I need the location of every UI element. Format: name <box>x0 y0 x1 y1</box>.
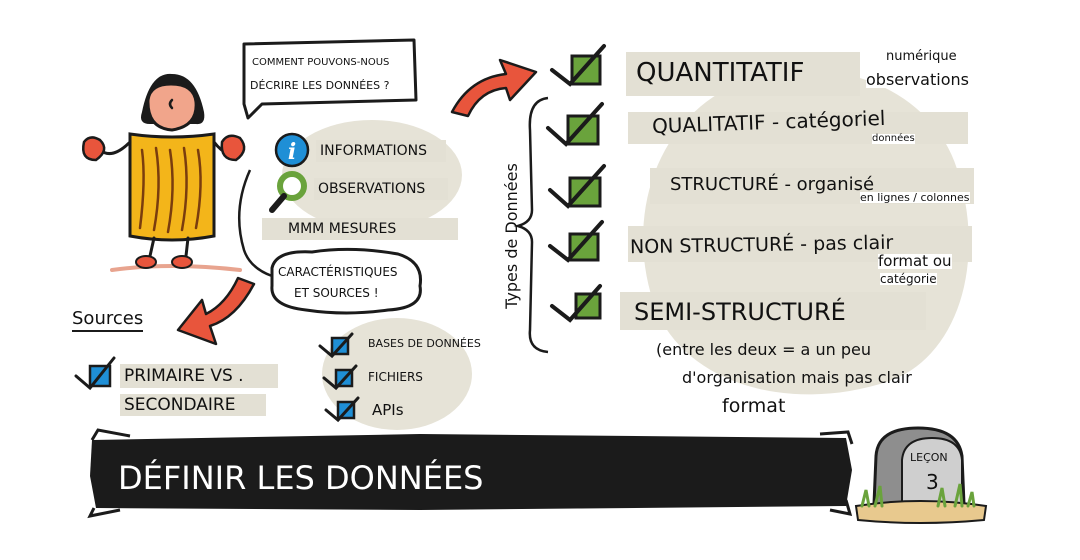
quantitatif-note-2: observations <box>866 70 969 89</box>
primaire-label: PRIMAIRE VS . <box>124 366 244 386</box>
apis-label: APIs <box>372 401 404 419</box>
character-figure <box>82 73 246 269</box>
types-title: Types de Données <box>502 163 521 309</box>
characteristics-bubble-shape <box>270 247 423 315</box>
check-icon-structure <box>548 164 606 209</box>
arrow-to-sources <box>176 276 256 346</box>
secondaire-label: SECONDAIRE <box>124 395 236 415</box>
informations-label: INFORMATIONS <box>320 143 428 159</box>
arrow-to-types <box>450 58 538 118</box>
speech-bubble-shape <box>242 38 418 120</box>
lesson-number: 3 <box>926 470 939 494</box>
semi-structure-note-1: (entre les deux = a un peu <box>656 340 871 359</box>
patch-mesures <box>262 218 458 240</box>
types-bracket <box>513 96 549 354</box>
qualitatif-note: données <box>872 133 915 144</box>
check-icon-non-structure <box>548 220 604 263</box>
bases-label: BASES DE DONNÉES <box>368 337 481 350</box>
check-icon-fichiers <box>322 364 358 391</box>
speech-bubble-line-1: COMMENT POUVONS-NOUS <box>252 57 390 68</box>
title-banner-shape <box>90 434 852 510</box>
non-structure-note-1: format ou <box>878 252 952 270</box>
quantitatif-note-1: numérique <box>886 49 957 64</box>
structure-label: STRUCTURÉ - organisé <box>670 174 875 195</box>
sources-title: Sources <box>72 310 144 332</box>
patch-primaire <box>120 364 278 388</box>
structure-note: en lignes / colonnes <box>860 191 970 204</box>
check-icon-semi-structure <box>550 284 602 323</box>
connector-line <box>237 169 273 278</box>
check-icon-qualitatif <box>546 102 604 147</box>
semi-structure-note-3: format <box>722 395 786 417</box>
non-structure-label: NON STRUCTURÉ - pas clair <box>629 231 894 259</box>
mesures-label: MMM MESURES <box>288 221 397 237</box>
speech-bubble-line-2: DÉCRIRE LES DONNÉES ? <box>250 79 390 92</box>
info-background-wash <box>282 120 462 230</box>
observations-label: OBSERVATIONS <box>318 181 426 197</box>
check-icon-apis <box>324 396 360 423</box>
characteristics-line-1: CARACTÉRISTIQUES <box>278 265 398 279</box>
lesson-stone <box>854 426 988 524</box>
check-icon-quantitatif <box>550 44 606 87</box>
check-icon-primaire <box>74 356 116 391</box>
non-structure-note-2: catégorie <box>880 272 937 286</box>
patch-semi-structure <box>620 292 926 330</box>
patch-quantitatif <box>626 52 860 96</box>
patch-informations <box>316 140 446 162</box>
quantitatif-label: QUANTITATIF <box>636 58 805 88</box>
banner-title: DÉFINIR LES DONNÉES <box>118 459 484 497</box>
svg-text:i: i <box>288 139 296 165</box>
patch-secondaire <box>120 394 266 416</box>
magnifier-icon <box>269 171 307 213</box>
fichiers-label: FICHIERS <box>368 370 423 384</box>
semi-structure-note-2: d'organisation mais pas clair <box>682 368 912 387</box>
check-icon-bases <box>318 332 354 359</box>
characteristics-line-2: ET SOURCES ! <box>294 286 379 300</box>
lesson-label: LEÇON <box>910 451 948 464</box>
patch-observations <box>314 178 448 200</box>
info-icon: i <box>274 132 310 168</box>
semi-structure-label: SEMI-STRUCTURÉ <box>634 298 846 326</box>
